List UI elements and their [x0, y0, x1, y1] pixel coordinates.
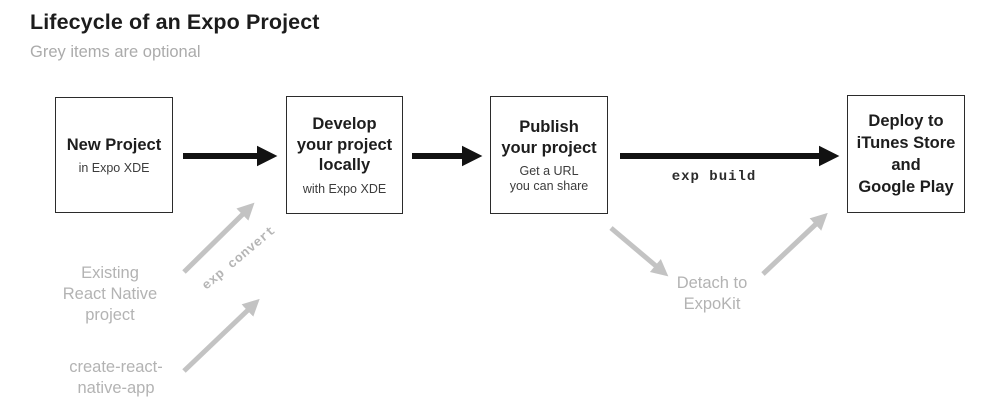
arrow-detach-to-deploy-icon — [761, 212, 828, 276]
flow-box-deploy-stores: Deploy to iTunes Store and Google Play — [847, 95, 965, 213]
flow-box-develop-locally: Develop your project locally with Expo X… — [286, 96, 403, 214]
box-subtitle: with Expo XDE — [302, 181, 387, 196]
optional-create-react-native-app-label: create-react- native-app — [69, 358, 163, 397]
flow-box-publish: Publish your project Get a URL you can s… — [490, 96, 608, 214]
arrow-crna-to-develop-icon — [182, 298, 260, 373]
box-subtitle: Get a URL you can share — [509, 164, 589, 193]
box-title: Publish your project — [501, 118, 597, 157]
page-title: Lifecycle of an Expo Project — [30, 10, 320, 34]
optional-detach-to-expokit-label: Detach to ExpoKit — [676, 274, 748, 313]
box-title: New Project — [66, 135, 162, 154]
box-title: Deploy to iTunes Store and Google Play — [856, 112, 956, 196]
optional-existing-react-native-label: Existing React Native project — [62, 264, 158, 324]
arrow-publish-to-detach-icon — [609, 226, 669, 277]
flow-box-new-project: New Project in Expo XDE — [55, 97, 173, 213]
arrow-existing-to-develop-icon — [182, 202, 255, 274]
box-title: Develop your project locally — [296, 115, 393, 174]
exp-build-label: exp build — [671, 169, 757, 185]
box-subtitle: in Expo XDE — [78, 161, 150, 175]
page-subtitle: Grey items are optional — [30, 43, 201, 61]
